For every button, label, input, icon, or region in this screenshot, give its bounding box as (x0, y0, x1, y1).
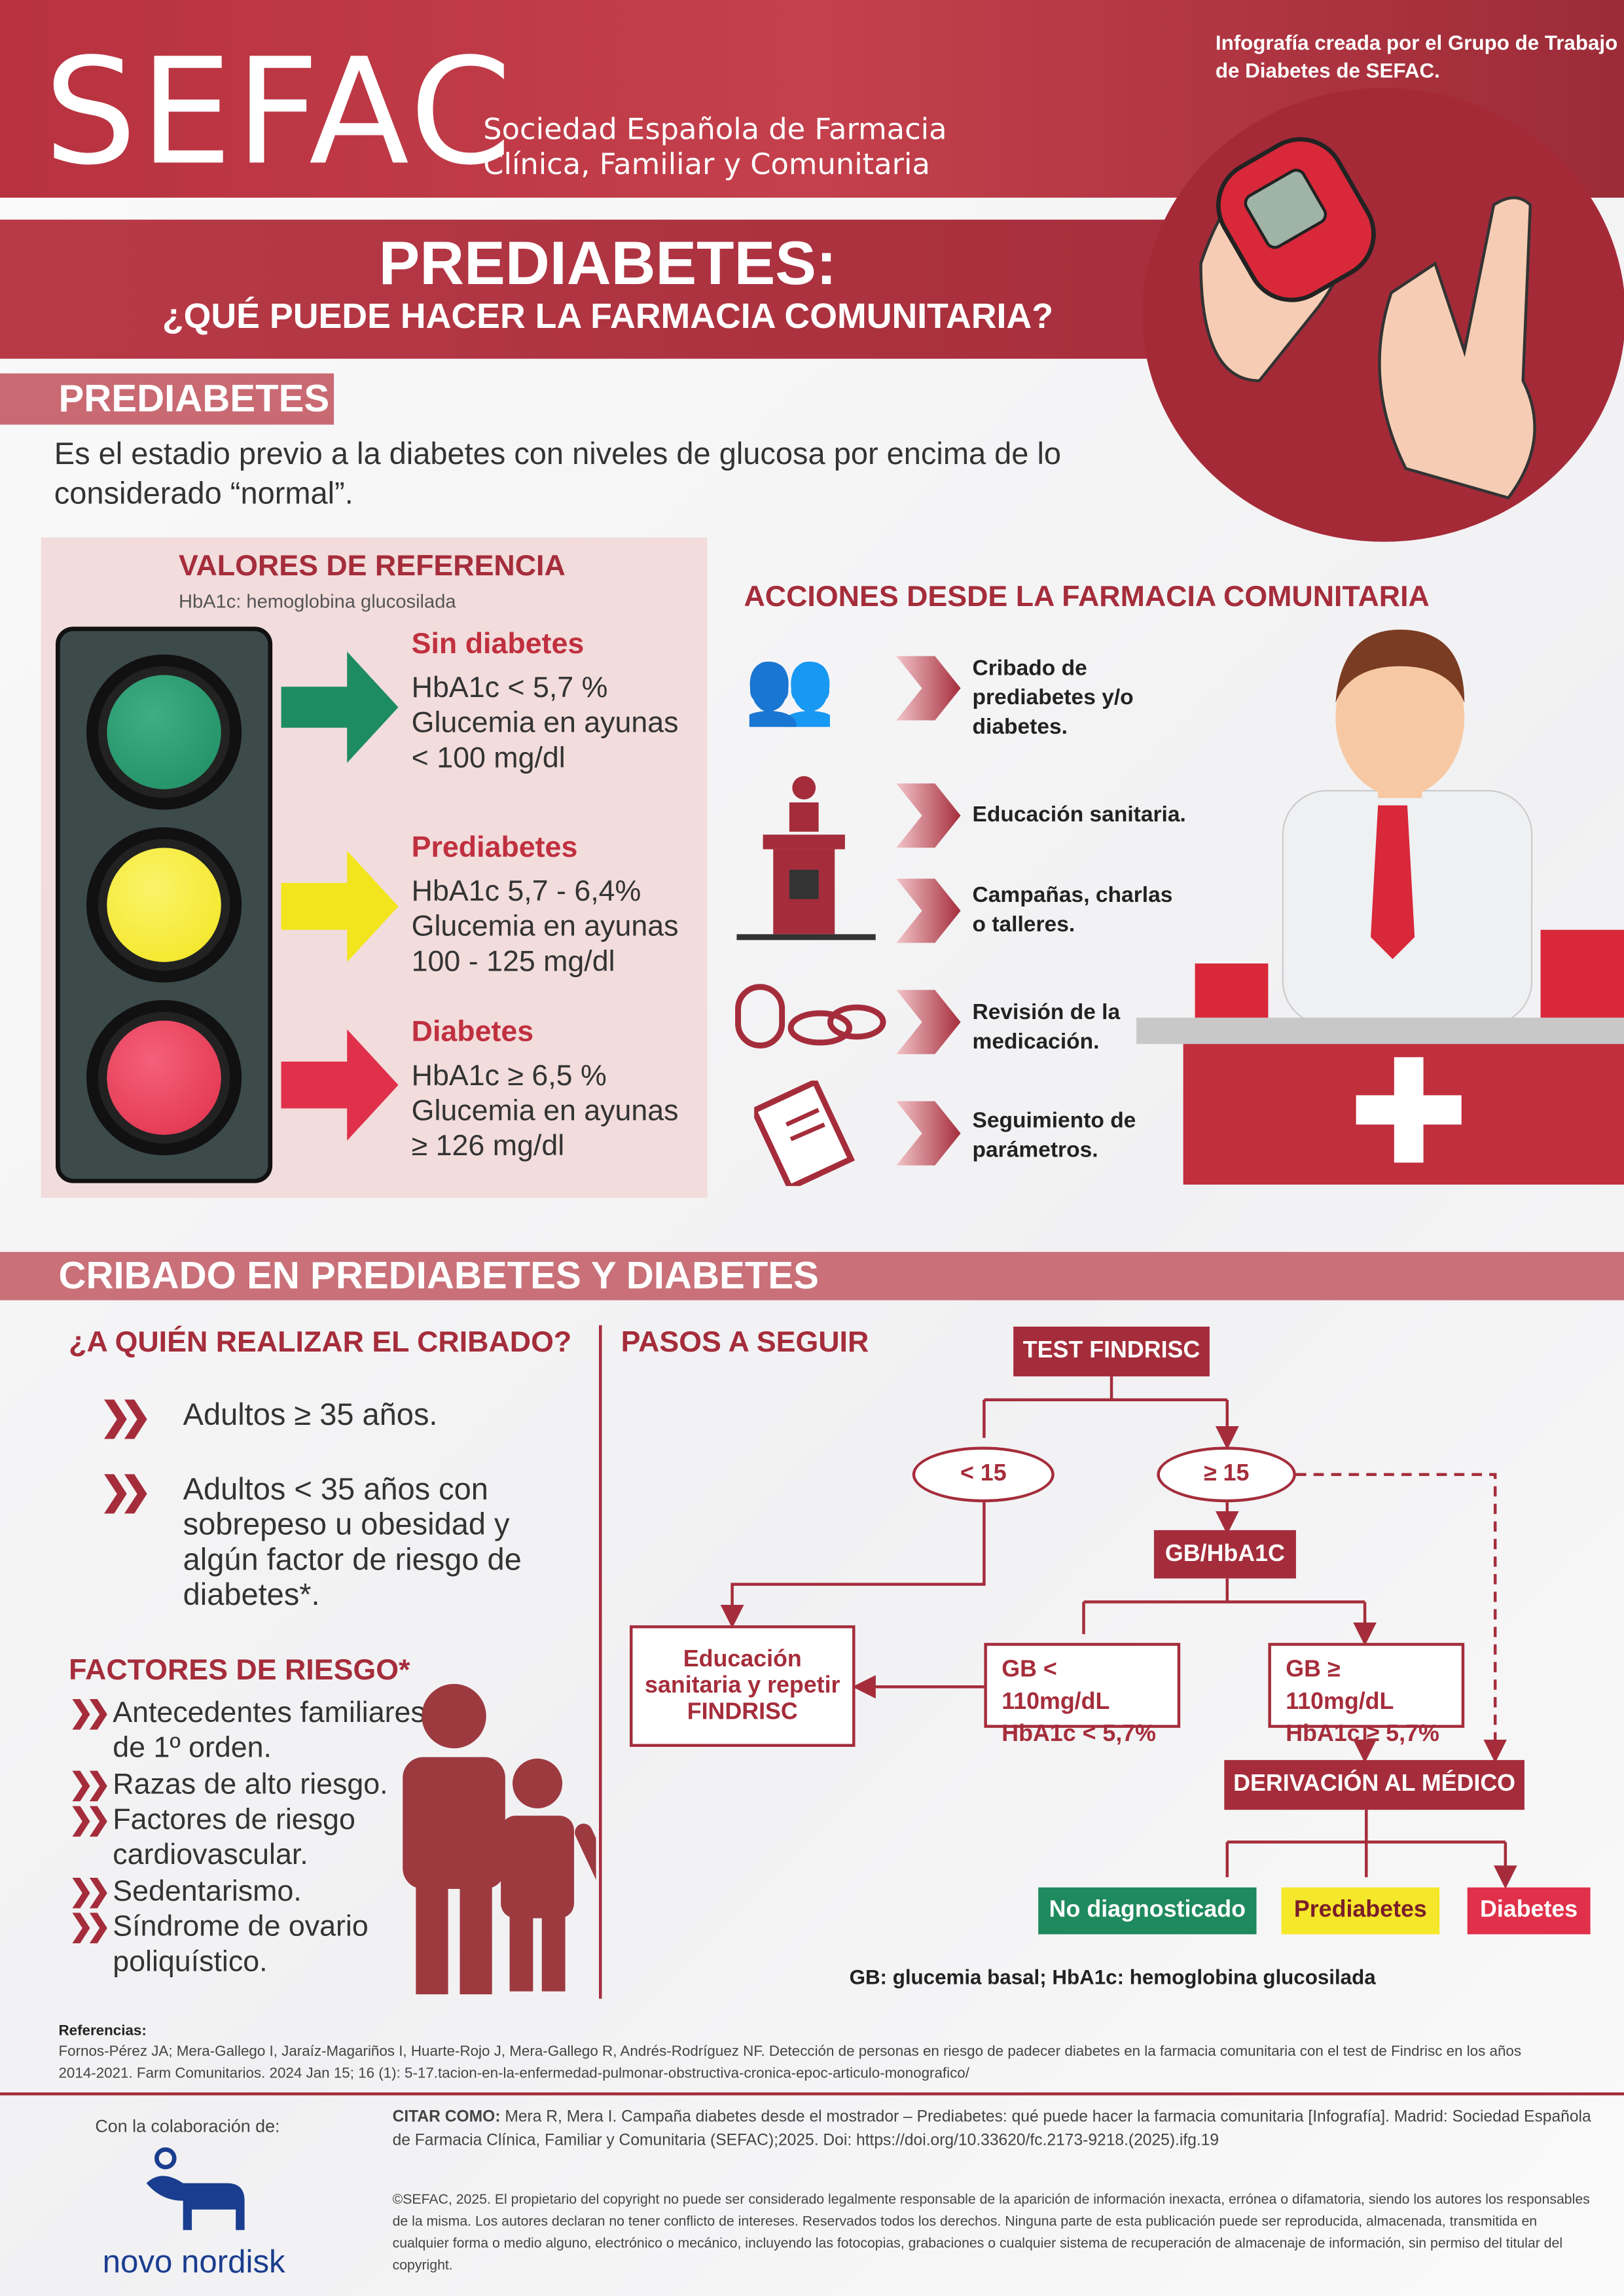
normal-values-box: GB < 110mg/dL HbA1c < 5,7% (984, 1643, 1181, 1747)
text: 100 - 125 mg/dl (411, 946, 615, 978)
pills-icon (735, 984, 886, 1049)
text: GB ≥ 110mg/dL (1286, 1657, 1394, 1715)
novo-nordisk-wordmark: novo nordisk (102, 2243, 285, 2280)
text: HbA1c ≥ 5,7% (1286, 1721, 1439, 1747)
double-chevron-icon: ❯❯ (69, 1804, 111, 1837)
reference-title: VALORES DE REFERENCIA (178, 550, 566, 583)
flow-legend: GB: glucemia basal; HbA1c: hemoglobina g… (849, 1965, 1376, 1989)
text: Mera R, Mera I. Campaña diabetes desde e… (392, 2108, 1591, 2150)
group-people-icon: 👥 (744, 645, 835, 728)
education-box: Educación sanitaria y repetir FINDRISC (629, 1625, 856, 1747)
text: ≥ 126 mg/dl (411, 1130, 565, 1163)
text: Prediabetes (411, 831, 578, 864)
green-arrow-icon (281, 651, 399, 763)
org-line-2: Clínica, Familiar y Comunitaria (483, 146, 930, 182)
text: Síndrome de ovario poliquístico. (113, 1910, 369, 1979)
score-low-ellipse: < 15 (912, 1446, 1055, 1503)
pharmacist-illustration (1136, 629, 1624, 1185)
risk-item: ❯❯Síndrome de ovario poliquístico. (69, 1909, 369, 1979)
text: GB < 110mg/dL (1001, 1657, 1110, 1715)
copyright-notice: ©SEFAC, 2025. El propietario del copyrig… (392, 2192, 1590, 2274)
sefac-logo: SEFAC (44, 26, 515, 198)
risk-title: FACTORES DE RIESGO* (69, 1655, 410, 1687)
referral-box: DERIVACIÓN AL MÉDICO (1224, 1760, 1525, 1810)
outcome-prediabetes: Prediabetes (1281, 1887, 1440, 1935)
double-chevron-icon: ❯❯ (69, 1696, 111, 1730)
page-subtitle: ¿QUÉ PUEDE HACER LA FARMACIA COMUNITARIA… (162, 297, 1054, 337)
text: Glucemia en ayunas (411, 1095, 679, 1128)
text: Adultos ≥ 35 años. (183, 1398, 438, 1432)
high-values-box: GB ≥ 110mg/dL HbA1c ≥ 5,7% (1268, 1643, 1465, 1747)
red-arrow-icon (281, 1029, 399, 1141)
red-lamp (86, 1000, 242, 1156)
footer-divider (0, 2092, 1624, 2096)
text: Razas de alto riesgo. (113, 1768, 388, 1801)
double-chevron-icon: ❯❯ (69, 1910, 111, 1943)
risk-item: ❯❯Factores de riesgo cardiovascular. (69, 1803, 355, 1871)
actions-title: ACCIONES DESDE LA FARMACIA COMUNITARIA (744, 581, 1430, 614)
action-item: Educación sanitaria. (972, 802, 1186, 828)
steps-title: PASOS A SEGUIR (621, 1326, 869, 1359)
traffic-light-icon (56, 626, 273, 1183)
credit-text: Infografía creada por el Grupo de Trabaj… (1215, 30, 1618, 82)
novo-nordisk-bull-logo (146, 2147, 245, 2231)
outcome-no-diagnosticado: No diagnosticado (1038, 1887, 1257, 1935)
text: < 100 mg/dl (411, 742, 566, 775)
risk-item: ❯❯Sedentarismo. (69, 1874, 302, 1910)
column-divider (599, 1325, 602, 1999)
org-line-1: Sociedad Española de Farmacia (483, 111, 947, 147)
text: HbA1c < 5,7 % (411, 672, 608, 705)
double-chevron-icon: ❯❯ (69, 1768, 111, 1801)
title-band (0, 219, 1318, 359)
risk-item: ❯❯Antecedentes familiares de 1º orden. (69, 1696, 425, 1765)
action-item: Seguimiento de parámetros. (972, 1108, 1136, 1163)
test-findrisc-box: TEST FINDRISC (1013, 1326, 1210, 1376)
text: Antecedentes familiares de 1º orden. (113, 1696, 425, 1765)
text: HbA1c 5,7 - 6,4% (411, 875, 641, 908)
text: HbA1c < 5,7% (1001, 1721, 1157, 1747)
yellow-arrow-icon (281, 850, 399, 962)
screening-band: CRIBADO EN PREDIABETES Y DIABETES (0, 1251, 1624, 1300)
citation: CITAR COMO: Mera R, Mera I. Campaña diab… (393, 2106, 1601, 2153)
text: Glucemia en ayunas (411, 707, 679, 740)
podium-speaker-icon (736, 776, 876, 941)
who-title: ¿A QUIÉN REALIZAR EL CRIBADO? (69, 1326, 572, 1359)
action-item: Revisión de la medicación. (972, 1000, 1121, 1054)
level-arrows (281, 651, 399, 1141)
gb-hba1c-box: GB/HbA1C (1153, 1530, 1296, 1579)
text: Sedentarismo. (113, 1875, 302, 1909)
risk-item: ❯❯Razas de alto riesgo. (69, 1767, 388, 1803)
hands-glucometer-icon (1199, 137, 1536, 500)
reference-subtitle: HbA1c: hemoglobina glucosilada (178, 590, 456, 613)
outcome-diabetes: Diabetes (1467, 1887, 1591, 1935)
text: Adultos < 35 años con sobrepeso u obesid… (183, 1473, 522, 1613)
page-title: PREDIABETES: (378, 228, 837, 298)
text: CITAR COMO: (392, 2108, 501, 2126)
text: Factores de riesgo cardiovascular. (113, 1804, 355, 1872)
text: HbA1c ≥ 6,5 % (411, 1060, 607, 1092)
clipboard-icon (754, 1081, 855, 1187)
collaboration-label: Con la colaboración de: (95, 2115, 280, 2137)
glucometer-illustration (1142, 88, 1624, 542)
references-title: Referencias: (58, 2023, 147, 2040)
references-text: Fornos-Pérez JA; Mera-Gallego I, Jaraíz-… (58, 2044, 1522, 2083)
double-chevron-icon: ❯❯ (69, 1875, 111, 1909)
action-item: Cribado de prediabetes y/o diabetes. (972, 656, 1134, 740)
prediabetes-definition: Es el estadio previo a la diabetes con n… (54, 437, 1062, 511)
text: Diabetes (411, 1016, 534, 1049)
action-item: Campañas, charlas o talleres. (972, 883, 1173, 937)
text: Sin diabetes (411, 628, 585, 660)
prediabetes-tag: PREDIABETES (0, 373, 334, 425)
adult-child-icon (403, 1683, 596, 1995)
text: Glucemia en ayunas (411, 910, 679, 943)
score-high-ellipse: ≥ 15 (1157, 1446, 1296, 1503)
